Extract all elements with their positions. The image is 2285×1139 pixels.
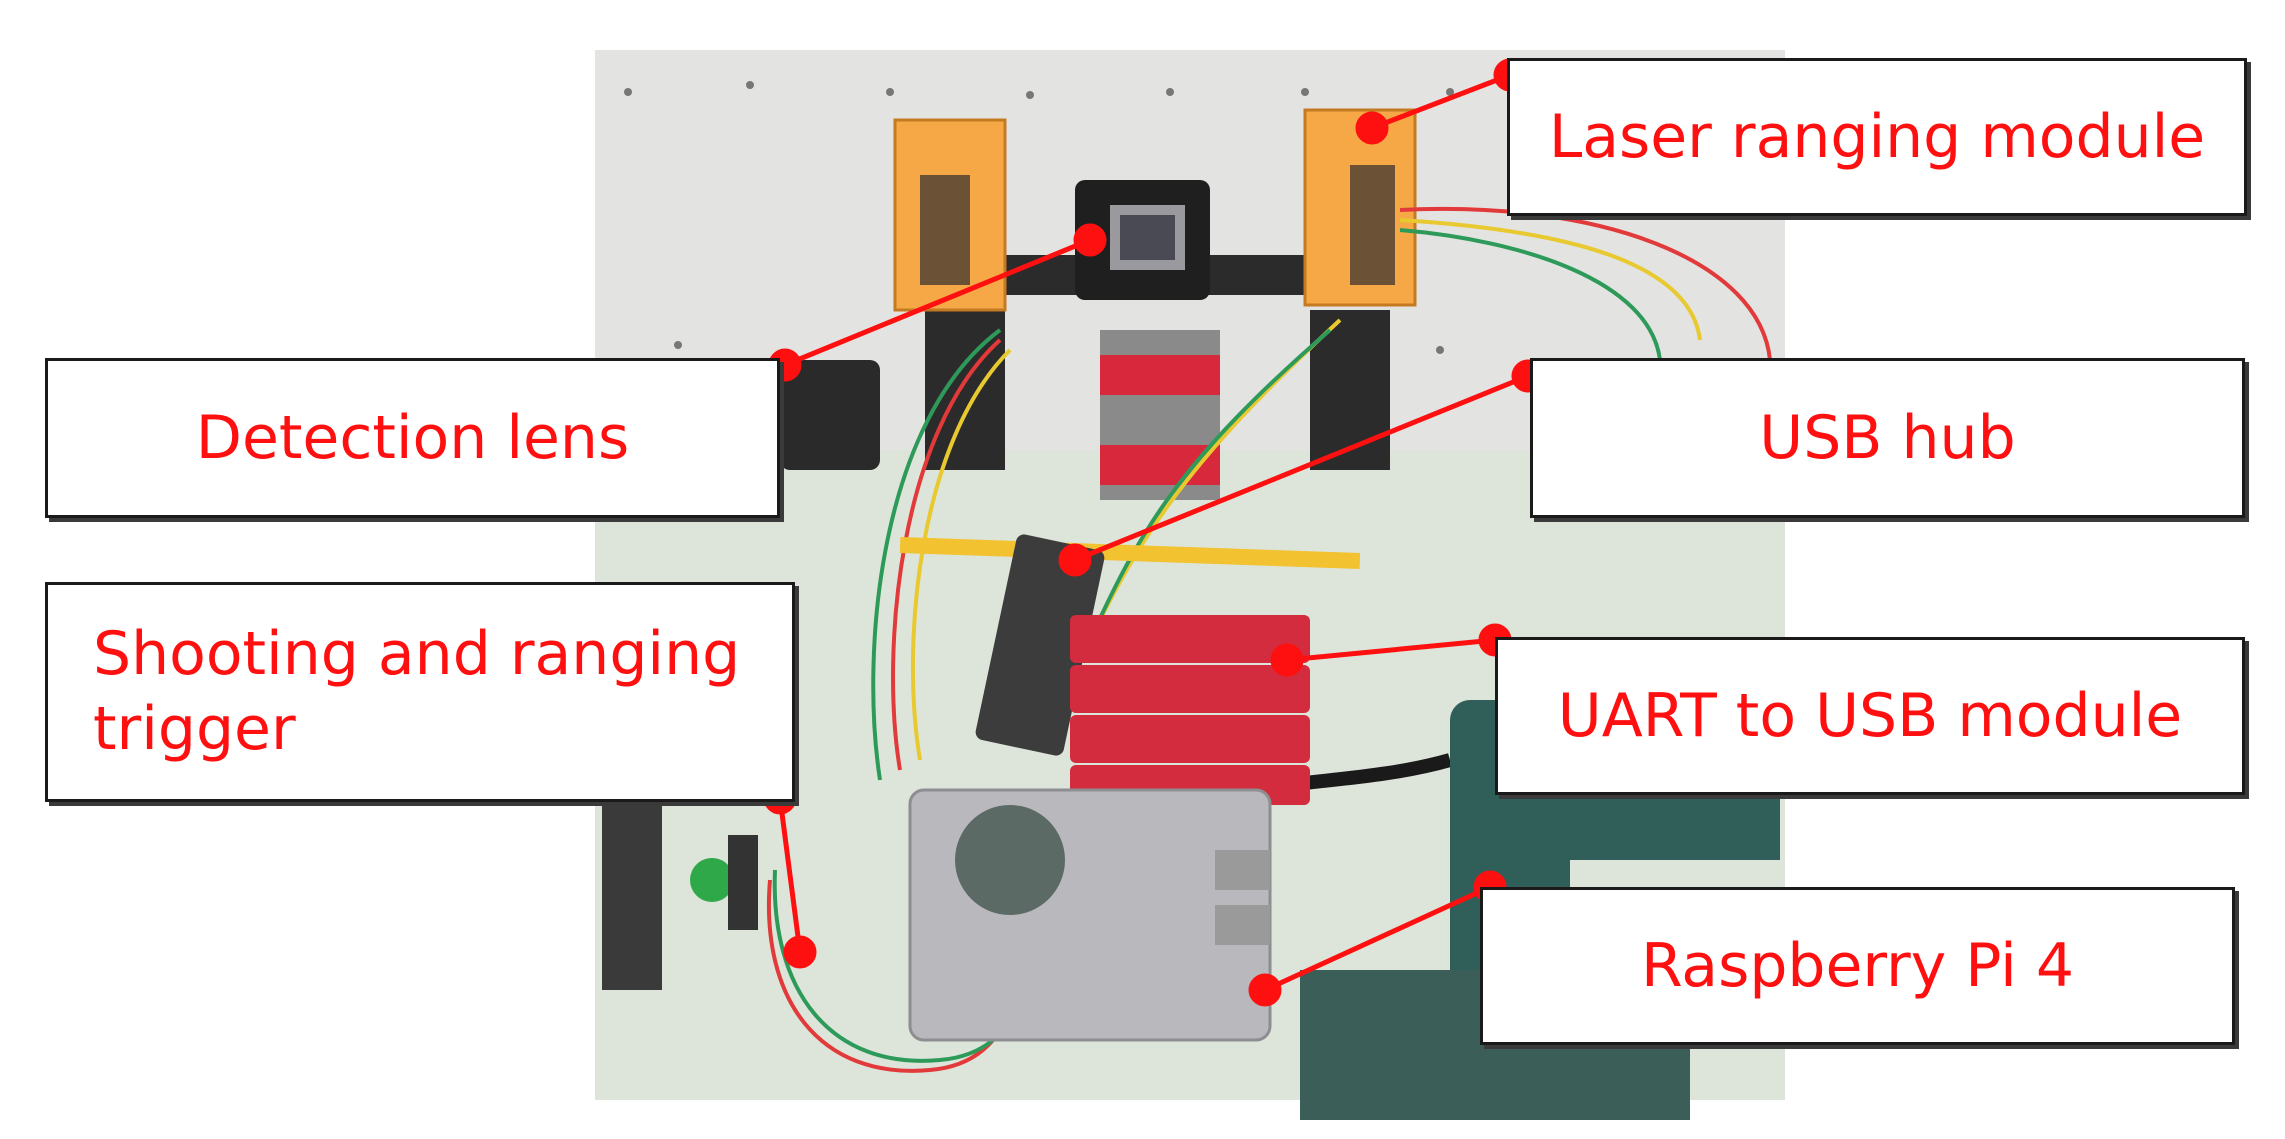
label-detection-lens: Detection lens [45,358,780,518]
label-shooting-ranging-trigger: Shooting and ranging trigger [45,582,795,802]
leader-uart-to-usb [1286,637,1496,663]
label-laser-ranging-module: Laser ranging module [1507,58,2247,216]
label-shooting-trigger-line2: trigger [93,694,296,764]
label-usb-hub: USB hub [1530,358,2245,518]
uart-modules [1070,615,1310,805]
trigger-button [690,858,734,902]
label-raspberry-pi-4-text: Raspberry Pi 4 [1640,930,2075,1001]
wall-screws [624,81,1454,354]
label-uart-to-usb-module: UART to USB module [1495,637,2245,795]
leader-laser-ranging-module [1371,72,1511,131]
leader-usb-hub [1074,373,1529,563]
black-box [780,360,880,470]
cables [766,206,1772,1073]
label-raspberry-pi-4: Raspberry Pi 4 [1480,887,2235,1045]
label-shooting-trigger-line1: Shooting and ranging [93,619,741,689]
label-laser-ranging-module-text: Laser ranging module [1548,101,2206,172]
label-uart-to-usb-module-text: UART to USB module [1557,680,2183,751]
label-usb-hub-text: USB hub [1759,402,2016,473]
label-detection-lens-text: Detection lens [195,402,630,473]
leader-shooting-trigger [777,797,803,953]
leader-detection-lens [784,237,1091,368]
leader-raspberry-pi [1263,884,1492,993]
